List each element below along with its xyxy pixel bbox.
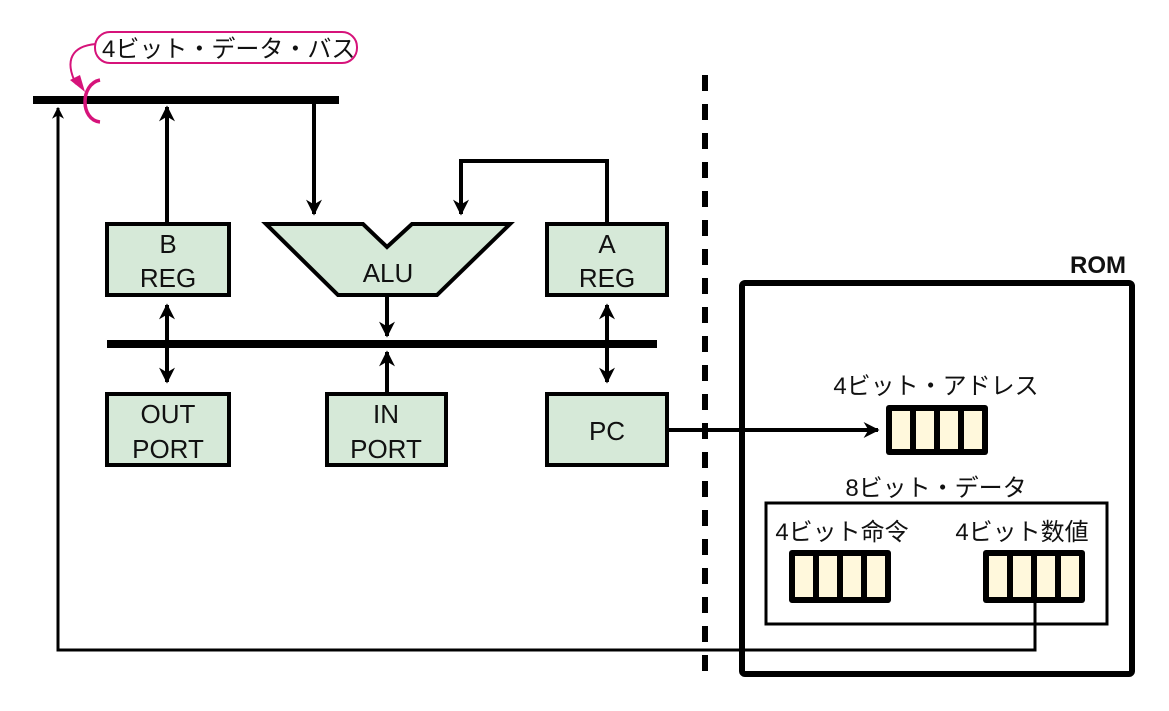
register-bit-cell xyxy=(795,556,813,597)
register-bit-cell xyxy=(867,556,885,597)
register-bit-cell xyxy=(1061,556,1079,597)
register-bit-cell xyxy=(819,556,837,597)
a-register-label-2: REG xyxy=(579,263,635,293)
out-port-label-2: PORT xyxy=(132,434,204,464)
instruction-register xyxy=(789,550,891,603)
register-bit-cell xyxy=(916,411,934,449)
program-counter: PC xyxy=(545,392,669,467)
out-port: OUT PORT xyxy=(105,392,231,467)
address-register xyxy=(886,405,988,455)
out-port-label-1: OUT xyxy=(141,399,196,429)
register-bit-cell xyxy=(989,556,1007,597)
register-frame xyxy=(983,550,1085,603)
a-register: A REG xyxy=(545,222,669,297)
callout-arrowhead-icon xyxy=(70,75,85,92)
alu-label: ALU xyxy=(363,258,414,288)
in-port: IN PORT xyxy=(325,392,448,467)
register-bit-cell xyxy=(964,411,982,449)
register-frame xyxy=(886,405,988,455)
bus-callout: 4ビット・データ・バス xyxy=(69,31,358,124)
register-bit-cell xyxy=(1013,556,1031,597)
bus-width-ring-icon xyxy=(83,78,101,124)
data-label: 8ビット・データ xyxy=(845,475,1026,502)
callout-leader xyxy=(69,43,97,85)
value-register xyxy=(983,550,1085,603)
address-label: 4ビット・アドレス xyxy=(833,373,1038,400)
in-port-label-2: PORT xyxy=(350,434,422,464)
b-register-label-1: B xyxy=(159,229,176,259)
areg-to-alu-wire xyxy=(453,159,609,222)
rom: ROM 4ビット・アドレス 8ビット・データ 4ビット命令 4ビット数値 xyxy=(739,252,1135,677)
value-label: 4ビット数値 xyxy=(955,519,1088,546)
register-bit-cell xyxy=(1037,556,1055,597)
alu: ALU xyxy=(261,222,515,297)
register-frame xyxy=(789,550,891,603)
register-bit-cell xyxy=(892,411,910,449)
a-register-label-1: A xyxy=(598,229,616,259)
register-bit-cell xyxy=(940,411,958,449)
data-word-box xyxy=(764,501,1109,626)
b-register-label-2: REG xyxy=(140,263,196,293)
bus-label-pill xyxy=(94,31,358,64)
register-bit-cell xyxy=(843,556,861,597)
bus-label: 4ビット・データ・バス xyxy=(102,36,355,63)
rom-box xyxy=(739,280,1135,677)
rom-title: ROM xyxy=(1070,252,1126,279)
pc-label: PC xyxy=(589,416,625,446)
b-register: B REG xyxy=(105,222,231,297)
rom-value-to-bus-wire xyxy=(52,106,1037,652)
in-port-label-1: IN xyxy=(373,399,399,429)
instruction-label: 4ビット命令 xyxy=(775,519,908,546)
